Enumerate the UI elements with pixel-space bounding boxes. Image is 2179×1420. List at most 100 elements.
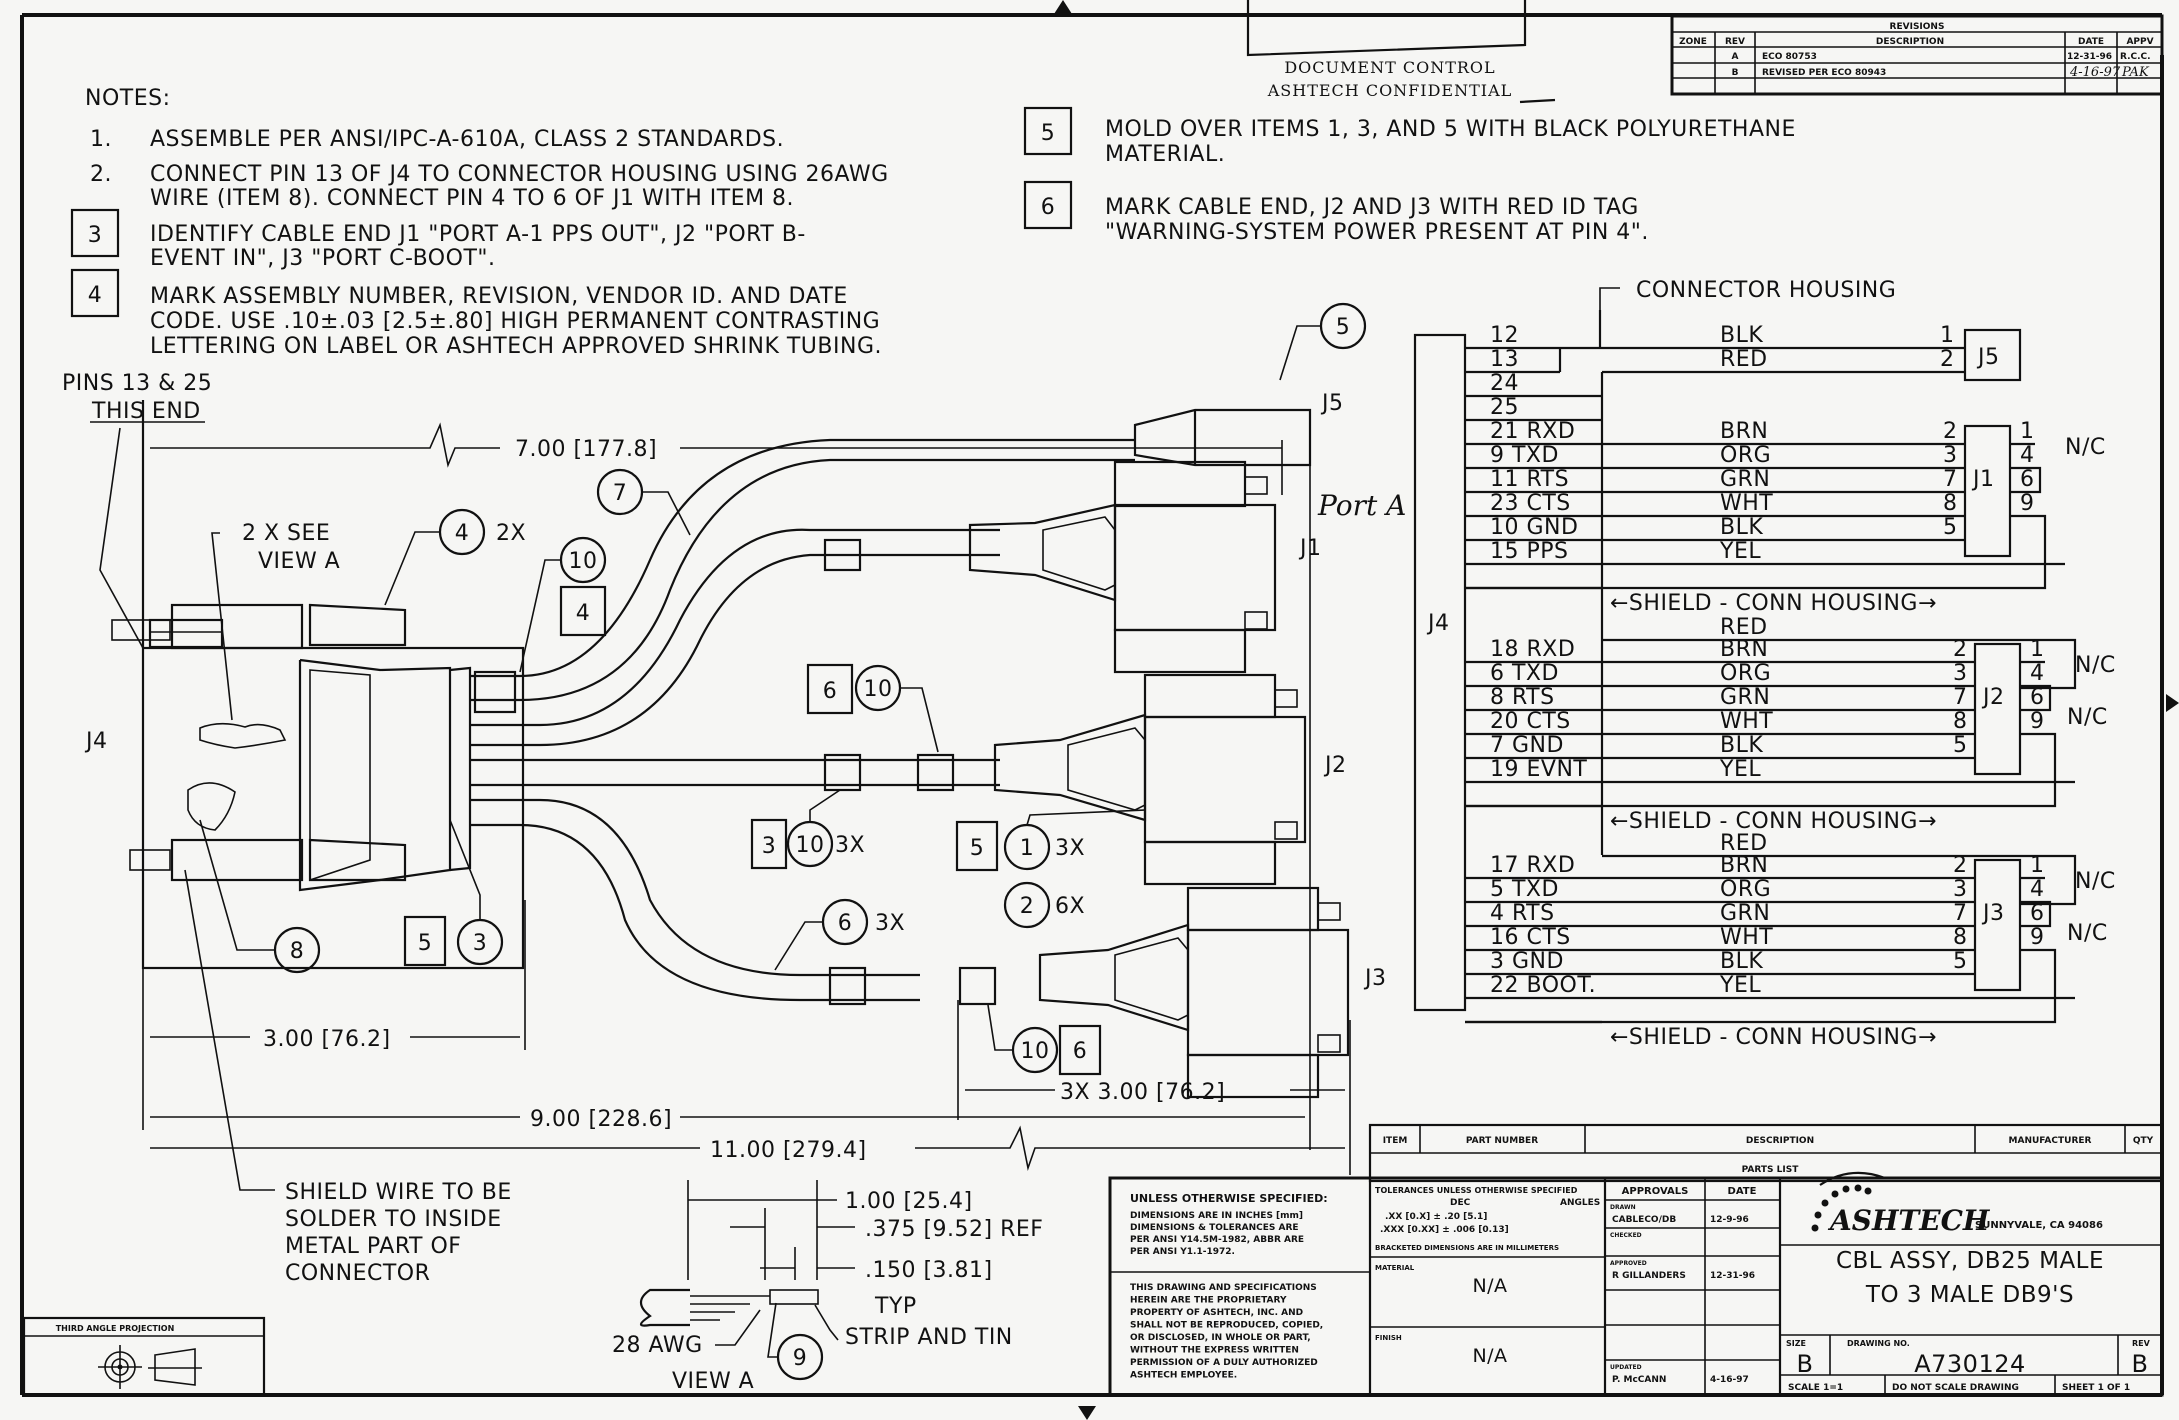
connector-pin: 7 bbox=[1953, 901, 1968, 926]
unless-specified: UNLESS OTHERWISE SPECIFIED: bbox=[1130, 1192, 1328, 1205]
dims-note-line: DIMENSIONS ARE IN INCHES [mm] bbox=[1130, 1211, 1303, 1221]
approvals-header: APPROVALS bbox=[1622, 1186, 1689, 1197]
sheet-number: SHEET 1 OF 1 bbox=[2062, 1383, 2130, 1393]
material-value: N/A bbox=[1472, 1275, 1507, 1297]
j4-pin: 6 TXD bbox=[1490, 661, 1559, 686]
connector-pin: 1 bbox=[1940, 323, 1955, 348]
drawing-number: A730124 bbox=[1914, 1350, 2026, 1378]
pins-note-line-1: PINS 13 & 25 bbox=[62, 371, 212, 396]
document-control-stamp: DOCUMENT CONTROL ASHTECH CONFIDENTIAL bbox=[1246, 0, 1556, 104]
wire-color: BLK bbox=[1720, 733, 1763, 758]
parts-list-title: PARTS LIST bbox=[1742, 1165, 1800, 1175]
note-text: WIRE (ITEM 8). CONNECT PIN 4 TO 6 OF J1 … bbox=[150, 186, 794, 211]
svg-text:6: 6 bbox=[1073, 1039, 1088, 1064]
svg-text:2: 2 bbox=[1020, 894, 1035, 919]
j1-schematic-label: J1 bbox=[1971, 467, 1995, 492]
j4-pin: 16 CTS bbox=[1490, 925, 1571, 950]
wire-color: GRN bbox=[1720, 901, 1770, 926]
no-connect-label: N/C bbox=[2065, 435, 2106, 460]
wire-color: BLK bbox=[1720, 949, 1763, 974]
shrink-tube bbox=[473, 670, 517, 714]
connector-pin: 9 bbox=[2030, 709, 2045, 734]
j5-schematic-label: J5 bbox=[1976, 345, 2000, 370]
connector-pin: 8 bbox=[1953, 925, 1968, 950]
svg-text:10: 10 bbox=[864, 677, 893, 702]
connector-pin: 4 bbox=[2020, 443, 2035, 468]
wire-color: GRN bbox=[1720, 467, 1770, 492]
connector-pin: 4 bbox=[2030, 661, 2045, 686]
view-a-dim-3: .150 [3.81] bbox=[865, 1258, 993, 1283]
connector-pin: 6 bbox=[2020, 467, 2035, 492]
note-text: EVENT IN", J3 "PORT C-BOOT". bbox=[150, 246, 496, 271]
right-center-mark bbox=[2166, 694, 2179, 712]
connector-pin: 2 bbox=[1940, 347, 1955, 372]
note-item: 6 MARK CABLE END, J2 AND J3 WITH RED ID … bbox=[1023, 180, 1648, 245]
pins-note-line-2: THIS END bbox=[91, 399, 201, 424]
j2-schematic-label: J2 bbox=[1981, 685, 2005, 710]
connector-pin: 1 bbox=[2030, 637, 2045, 662]
connector-pin: 1 bbox=[2020, 419, 2035, 444]
svg-text:1: 1 bbox=[1020, 836, 1035, 861]
note-item: 2. CONNECT PIN 13 OF J4 TO CONNECTOR HOU… bbox=[90, 162, 888, 211]
parts-header-manufacturer: MANUFACTURER bbox=[2009, 1136, 2092, 1146]
approval-name: P. McCANN bbox=[1612, 1375, 1666, 1385]
j4-pin: 24 bbox=[1490, 371, 1519, 396]
do-not-scale: DO NOT SCALE DRAWING bbox=[1892, 1383, 2019, 1393]
shrink-tube bbox=[916, 753, 955, 792]
approval-name: CABLECO/DB bbox=[1612, 1215, 1676, 1225]
flag-note-box bbox=[1058, 1024, 1102, 1076]
wire-color: YEL bbox=[1719, 757, 1761, 782]
flag-note-box bbox=[955, 820, 999, 872]
flag-note-box bbox=[806, 663, 854, 715]
connector-pin: 2 bbox=[1943, 419, 1958, 444]
note-number: 3 bbox=[88, 223, 103, 248]
connector-pin: 5 bbox=[1953, 733, 1968, 758]
j4-pin: 10 GND bbox=[1490, 515, 1578, 540]
approval-row: CHECKED bbox=[1605, 1227, 1780, 1239]
tolerance-line: ANGLES bbox=[1560, 1198, 1600, 1208]
wire-row: 22 BOOT.YEL bbox=[1465, 973, 2075, 1000]
wire-color: WHT bbox=[1720, 491, 1773, 516]
top-center-mark bbox=[1054, 0, 1072, 14]
connector-pin: 6 bbox=[2030, 685, 2045, 710]
company-location: SUNNYVALE, CA 94086 bbox=[1975, 1220, 2103, 1231]
shrink-tube bbox=[823, 753, 862, 792]
wire-color: ORG bbox=[1720, 877, 1771, 902]
revision-row: B REVISED PER ECO 80943 4-16-97 PAK bbox=[1732, 65, 2150, 80]
proprietary-line: PROPERTY OF ASHTECH, INC. AND bbox=[1130, 1308, 1303, 1318]
svg-text:6X: 6X bbox=[1055, 894, 1085, 919]
projection-cone-icon bbox=[148, 1348, 202, 1386]
view-a-strip-and-tin: STRIP AND TIN bbox=[845, 1325, 1013, 1350]
revisions-title: REVISIONS bbox=[1890, 22, 1945, 32]
j4-pin: 17 RXD bbox=[1490, 853, 1575, 878]
wire-row: 25 bbox=[1465, 395, 1602, 422]
rev-header-date: DATE bbox=[2078, 37, 2104, 47]
no-connect-label: N/C bbox=[2067, 705, 2108, 730]
drawing-no-label: DRAWING NO. bbox=[1847, 1339, 1910, 1348]
j4-schematic-label: J4 bbox=[1426, 611, 1450, 636]
no-connect-label: N/C bbox=[2075, 869, 2116, 894]
wire-color: BRN bbox=[1720, 419, 1768, 444]
j4-pin: 7 GND bbox=[1490, 733, 1564, 758]
rev-approver: PAK bbox=[2121, 65, 2150, 80]
svg-text:6: 6 bbox=[823, 679, 838, 704]
tolerance-line: BRACKETED DIMENSIONS ARE IN MILLIMETERS bbox=[1375, 1244, 1559, 1252]
dim-3x-3-00: 3X 3.00 [76.2] bbox=[1060, 1080, 1225, 1105]
wire-color: ORG bbox=[1720, 661, 1771, 686]
parts-header-item: ITEM bbox=[1383, 1136, 1408, 1146]
wire-row: 12 BLK 1 bbox=[1465, 323, 1965, 350]
connector-pin: 9 bbox=[2030, 925, 2045, 950]
shrink-tube bbox=[823, 538, 862, 572]
stamp-line-1: DOCUMENT CONTROL bbox=[1284, 58, 1495, 77]
dim-11-00: 11.00 [279.4] bbox=[710, 1138, 867, 1163]
connector-pin: 2 bbox=[1953, 853, 1968, 878]
